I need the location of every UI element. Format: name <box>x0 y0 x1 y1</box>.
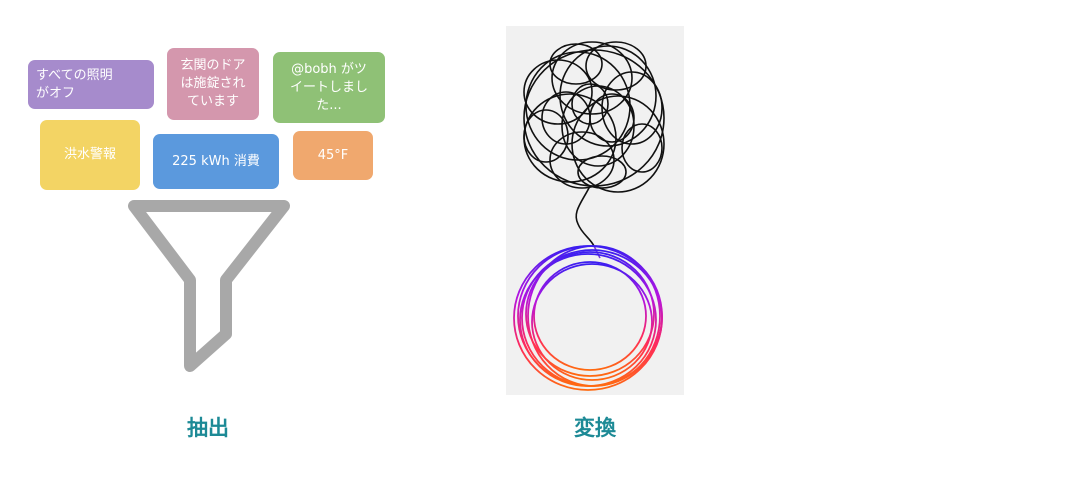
caption-extract: 抽出 <box>187 416 229 440</box>
tile-tweet: @bobh がツ イートしまし た... <box>273 52 385 123</box>
tile-flood-alert-text: 洪水警報 <box>63 147 116 162</box>
tile-lights-off-text: すべての照明 がオフ <box>36 67 113 101</box>
tile-temperature-text: 45°F <box>317 147 349 163</box>
tile-lights-off: すべての照明 がオフ <box>28 60 154 109</box>
tangle-svg <box>513 41 665 391</box>
funnel-icon <box>128 200 290 372</box>
funnel-outline <box>128 200 290 372</box>
tile-front-door-locked: 玄関のドア は施錠され ています <box>167 48 259 120</box>
tile-temperature: 45°F <box>293 131 373 180</box>
tile-energy-consumption-text: 225 kWh 消費 <box>172 153 260 169</box>
tile-tweet-text: @bobh がツ イートしまし た... <box>289 61 368 113</box>
tangle-scribble <box>523 41 665 247</box>
tile-flood-alert: 洪水警報 <box>40 120 140 190</box>
tangled-to-ordered-loops-icon <box>506 26 684 395</box>
ordered-rings <box>513 245 663 391</box>
tile-front-door-locked-text: 玄関のドア は施錠され ています <box>180 58 246 109</box>
caption-transform: 変換 <box>574 416 616 440</box>
tile-energy-consumption: 225 kWh 消費 <box>153 134 279 189</box>
